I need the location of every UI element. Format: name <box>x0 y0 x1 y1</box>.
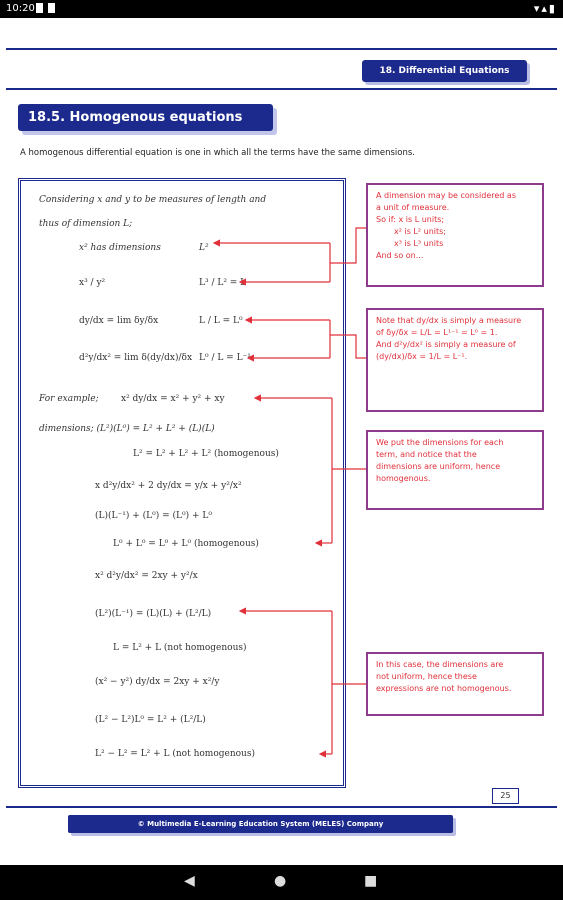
note-line: So if: x is L units; <box>376 215 445 224</box>
top-rule <box>6 48 557 50</box>
math-line: Considering x and y to be measures of le… <box>39 195 267 205</box>
note-line: And so on... <box>376 251 424 260</box>
chapter-rule <box>6 88 557 90</box>
note-line: x³ is L³ units <box>394 239 444 248</box>
back-icon[interactable]: ◀ <box>184 873 195 889</box>
bottom-rule <box>6 806 557 808</box>
math-line: L² − L² = L² + L (not homogenous) <box>95 749 255 759</box>
note-line: We put the dimensions for each <box>376 438 504 447</box>
book-page: 18. Differential Equations 18.5. Homogen… <box>0 18 563 865</box>
math-line: L² <box>199 243 209 253</box>
note-not-uniform: In this case, the dimensions are not uni… <box>366 652 544 716</box>
note-uniform: We put the dimensions for each term, and… <box>366 430 544 510</box>
section-title: 18.5. Homogenous equations <box>18 104 273 131</box>
arrow-line <box>246 320 331 358</box>
recents-icon[interactable]: ■ <box>364 873 378 889</box>
arrow-line <box>240 611 333 754</box>
math-panel: Considering x and y to be measures of le… <box>18 178 346 788</box>
note-line: dimensions are uniform, hence <box>376 462 501 471</box>
math-line: L⁰ / L = L⁻¹ <box>199 353 251 363</box>
math-line: x² dy/dx = x² + y² + xy <box>121 394 225 404</box>
math-line: L = L² + L (not homogenous) <box>113 643 247 653</box>
home-icon[interactable]: ● <box>274 873 287 889</box>
math-line: L / L = L⁰ <box>199 316 243 326</box>
arrow-line <box>255 398 333 543</box>
math-line: thus of dimension L; <box>39 219 133 229</box>
note-line: of δy/δx = L/L = L¹⁻¹ = L⁰ = 1. <box>376 328 498 337</box>
note-line: (dy/dx)/δx = 1/L = L⁻¹. <box>376 352 468 361</box>
math-line: L⁰ + L⁰ = L⁰ + L⁰ (homogenous) <box>113 539 259 549</box>
math-line: For example; <box>39 394 99 404</box>
annotation-arrows <box>0 227 366 758</box>
math-line: x³ / y² <box>79 278 106 288</box>
arrow-line <box>330 227 366 264</box>
note-line: Note that dy/dx is simply a measure <box>376 316 522 325</box>
note-derivative: Note that dy/dx is simply a measure of δ… <box>366 308 544 412</box>
page-number: 25 <box>492 788 519 804</box>
status-bar: 10:20 ▾▴▮ <box>0 0 563 18</box>
note-line: In this case, the dimensions are <box>376 660 504 669</box>
math-line: L² = L² + L² + L² (homogenous) <box>133 449 279 459</box>
note-line: not uniform, hence these <box>376 672 477 681</box>
note-line: And d²y/dx² is simply a measure of <box>376 340 516 349</box>
sd-card-icon <box>48 3 55 13</box>
chapter-title: 18. Differential Equations <box>362 60 527 82</box>
math-line: dimensions; (L²)(L⁰) = L² + L² + (L)(L) <box>39 424 215 434</box>
math-line: (L²)(L⁻¹) = (L)(L) + (L²/L) <box>95 609 212 619</box>
note-line: term, and notice that the <box>376 450 477 459</box>
notification-icon <box>36 3 43 13</box>
math-line: (L)(L⁻¹) + (L⁰) = (L⁰) + L⁰ <box>95 511 212 521</box>
math-line: (x² − y²) dy/dx = 2xy + x²/y <box>95 677 220 687</box>
note-line: A dimension may be considered as <box>376 191 516 200</box>
math-line: L³ / L² = L <box>199 278 247 288</box>
note-dimension: A dimension may be considered as a unit … <box>366 183 544 287</box>
footer-copyright: © Multimedia E-Learning Education System… <box>68 815 453 833</box>
math-line: x² d²y/dx² = 2xy + y²/x <box>95 571 198 581</box>
wifi-battery-icons: ▾▴▮ <box>533 2 557 15</box>
status-time: 10:20 <box>6 3 35 14</box>
note-line: expressions are not homogenous. <box>376 684 512 693</box>
math-line: x d²y/dx² + 2 dy/dx = y/x + y²/x² <box>95 481 242 491</box>
intro-text: A homogenous differential equation is on… <box>20 148 416 158</box>
math-line: (L² − L²)L⁰ = L² + (L²/L) <box>95 715 206 725</box>
arrow-line <box>214 243 331 282</box>
math-line: x² has dimensions <box>79 243 161 253</box>
math-line: dy/dx = lim δy/δx <box>79 316 159 326</box>
math-line: d²y/dx² = lim δ(dy/dx)/δx <box>79 353 193 363</box>
note-line: x² is L² units; <box>394 227 446 236</box>
arrow-line <box>330 334 366 359</box>
note-line: homogenous. <box>376 474 431 483</box>
note-line: a unit of measure. <box>376 203 450 212</box>
navigation-bar: ◀ ● ■ <box>0 865 563 900</box>
